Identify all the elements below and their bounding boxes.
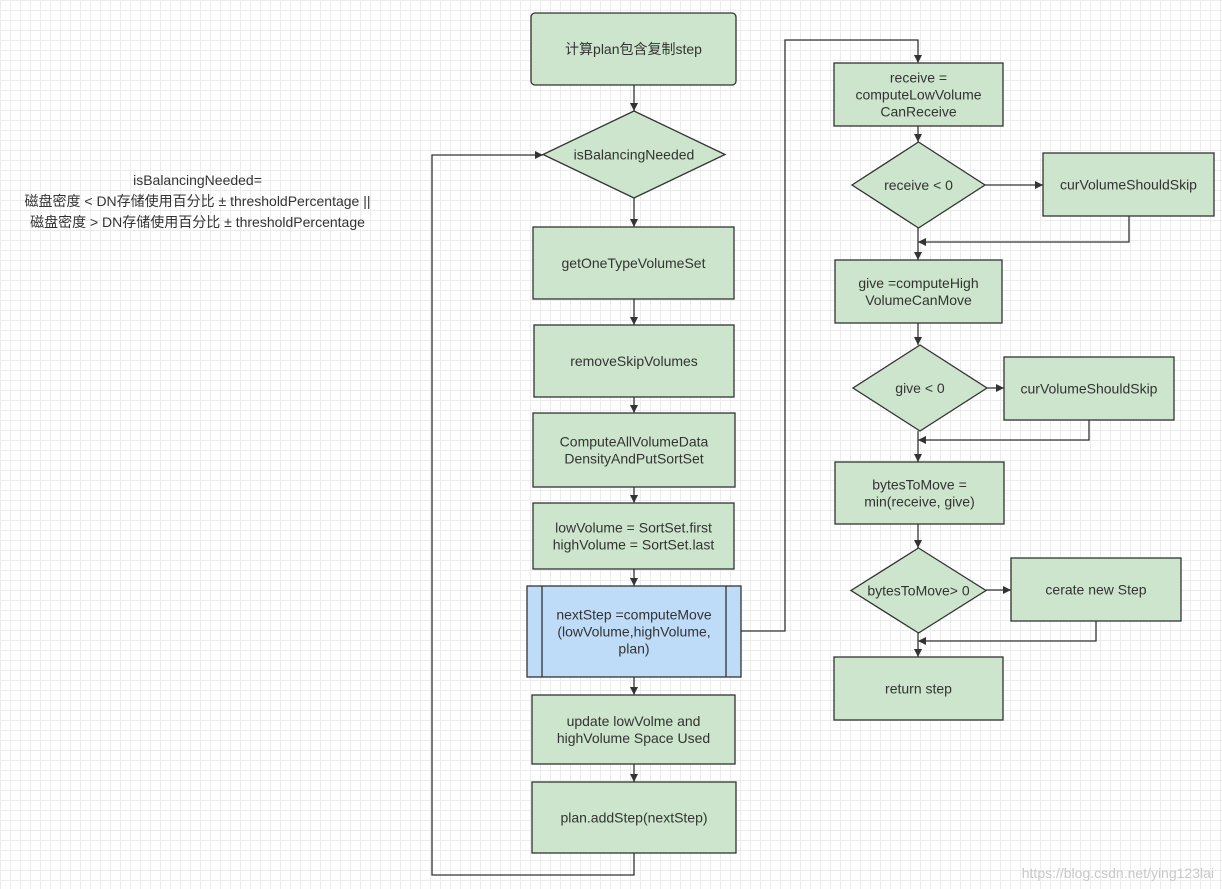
node-receive-check: receive < 0 <box>850 141 987 229</box>
node-label: cerate new Step <box>1045 582 1146 598</box>
connectors <box>431 39 1130 876</box>
node-label: (lowVolume,highVolume, <box>557 624 710 640</box>
node-return-step: return step <box>833 656 1004 721</box>
node-label: receive < 0 <box>884 177 953 193</box>
node-label: getOneTypeVolumeSet <box>562 255 706 271</box>
nodes: 计算plan包含复制step isBalancingNeeded getOneTyp… <box>526 12 1215 854</box>
node-label: DensityAndPutSortSet <box>564 451 703 467</box>
node-skip-1: curVolumeShouldSkip <box>1042 152 1215 217</box>
connector-arrow <box>918 621 1097 645</box>
process-shape <box>533 324 735 398</box>
node-skip-2: curVolumeShouldSkip <box>1003 356 1175 421</box>
node-label: update lowVolme and <box>567 713 701 729</box>
connector-arrow <box>741 39 922 632</box>
node-next-step: nextStep =computeMove(lowVolume,highVolu… <box>526 585 742 678</box>
process-shape <box>1003 356 1175 421</box>
node-label: min(receive, give) <box>864 494 974 510</box>
node-label: isBalancingNeeded <box>574 147 695 163</box>
node-label: curVolumeShouldSkip <box>1060 177 1197 193</box>
node-give-check: give < 0 <box>851 344 989 432</box>
process-shape <box>834 461 1005 525</box>
process-shape <box>532 502 735 570</box>
watermark: https://blog.csdn.net/ying123lai <box>1021 865 1214 881</box>
node-label: lowVolume = SortSet.first <box>555 520 712 536</box>
node-label: receive = <box>890 70 947 86</box>
node-label: highVolume Space Used <box>557 730 710 746</box>
node-remove-skip: removeSkipVolumes <box>533 324 735 398</box>
connector-arrow <box>431 151 635 876</box>
connector-arrow <box>918 420 1090 444</box>
node-label: CanReceive <box>880 104 956 120</box>
node-bytes-check: bytesToMove> 0 <box>849 547 988 634</box>
process-shape <box>532 412 736 488</box>
node-label: nextStep =computeMove <box>556 607 711 623</box>
connector-arrow <box>918 216 1130 246</box>
node-label: give =computeHigh <box>858 275 978 291</box>
process-shape <box>833 62 1004 127</box>
process-shape <box>532 226 735 300</box>
node-label: return step <box>885 681 952 697</box>
node-is-balancing: isBalancingNeeded <box>541 110 727 199</box>
node-label: 计算plan包含复制step <box>565 41 702 57</box>
decision-shape <box>541 110 727 199</box>
node-label: bytesToMove = <box>872 477 967 493</box>
process-shape <box>834 259 1003 324</box>
balancing-note: isBalancingNeeded= 磁盘密度 < DN存储使用百分比 ± th… <box>0 170 395 233</box>
node-get-one-type: getOneTypeVolumeSet <box>532 226 735 300</box>
note-line-2: 磁盘密度 < DN存储使用百分比 ± thresholdPercentage |… <box>24 193 371 209</box>
node-create-step: cerate new Step <box>1010 557 1182 622</box>
node-bytes-to-move: bytesToMove =min(receive, give) <box>834 461 1005 525</box>
process-shape <box>1010 557 1182 622</box>
node-label: plan.addStep(nextStep) <box>560 810 707 826</box>
process-shape <box>1042 152 1215 217</box>
process-shape <box>530 12 737 86</box>
process-shape <box>531 781 737 854</box>
node-start: 计算plan包含复制step <box>530 12 737 86</box>
node-label: plan) <box>618 641 649 657</box>
node-label: ComputeAllVolumeData <box>560 434 709 450</box>
decision-shape <box>850 141 987 229</box>
node-label: give < 0 <box>895 380 945 396</box>
decision-shape <box>849 547 988 634</box>
node-label: highVolume = SortSet.last <box>553 537 715 553</box>
node-label: VolumeCanMove <box>865 292 972 308</box>
process-shape <box>531 694 736 765</box>
subprocess-shape <box>526 585 742 678</box>
node-label: curVolumeShouldSkip <box>1021 381 1158 397</box>
process-shape <box>833 656 1004 721</box>
note-line-3: 磁盘密度 > DN存储使用百分比 ± thresholdPercentage <box>30 214 365 230</box>
node-label: removeSkipVolumes <box>570 353 698 369</box>
node-add-step: plan.addStep(nextStep) <box>531 781 737 854</box>
decision-shape <box>851 344 989 432</box>
note-line-1: isBalancingNeeded= <box>133 172 262 188</box>
node-label: computeLowVolume <box>855 87 981 103</box>
node-label: bytesToMove> 0 <box>867 583 970 599</box>
